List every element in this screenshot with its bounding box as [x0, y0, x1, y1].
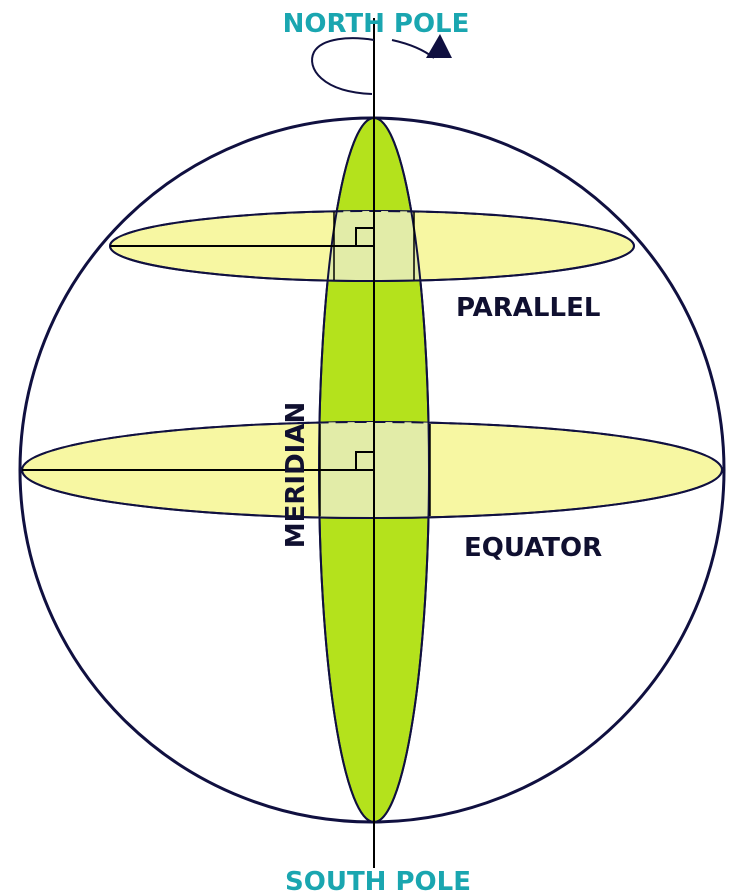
parallel-back-edge	[109, 210, 635, 247]
south-pole-label: SOUTH POLE	[285, 867, 471, 895]
parallel-front-edge	[109, 245, 635, 282]
rotation-arrow	[311, 37, 375, 95]
equator-front-edge	[21, 469, 723, 519]
equator-back-edge	[21, 421, 723, 471]
rotation-arrowhead	[426, 34, 452, 58]
right-angle-marker-equator	[355, 451, 374, 470]
right-angle-marker-parallel	[355, 227, 374, 246]
meridian-label: MERIDIAN	[281, 402, 311, 548]
north-pole-label: NORTH POLE	[283, 9, 470, 39]
parallel-label: PARALLEL	[456, 293, 600, 323]
equator-label: EQUATOR	[464, 533, 602, 563]
